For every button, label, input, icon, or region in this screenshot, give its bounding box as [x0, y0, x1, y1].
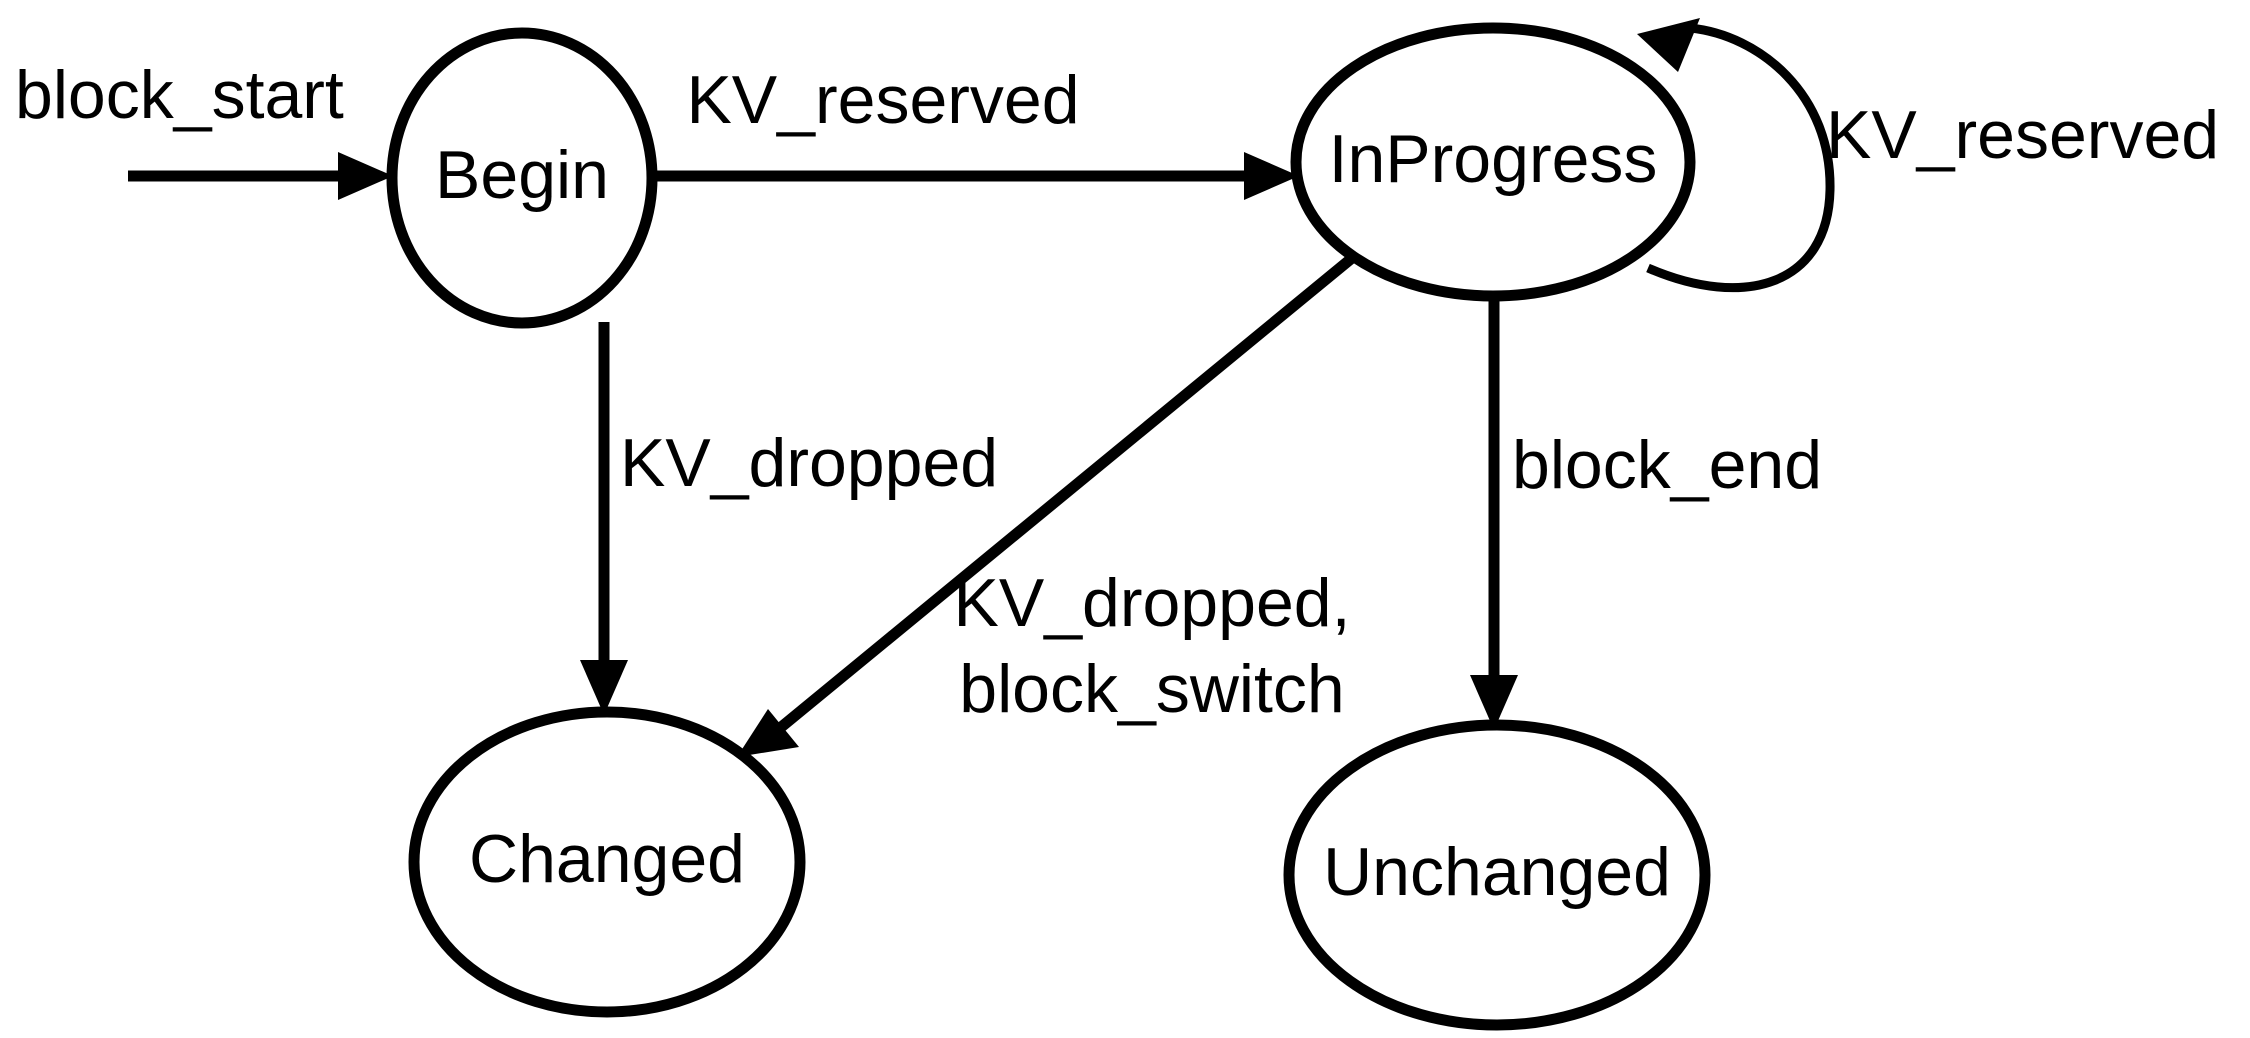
transition-inprogress-to-unchanged[interactable]	[1470, 292, 1518, 730]
state-node-changed[interactable]: Changed	[408, 706, 806, 1018]
transition-begin-to-changed-arrowhead	[580, 660, 628, 715]
transition-label-kv-dropped-begin-changed: KV_dropped	[620, 425, 998, 501]
state-node-inprogress-ellipse	[1290, 22, 1696, 302]
transition-inprogress-to-unchanged-arrowhead	[1470, 675, 1518, 730]
state-node-unchanged-label: Unchanged	[1323, 834, 1671, 910]
transition-label-block-start: block_start	[15, 57, 344, 133]
transition-inprogress-to-changed[interactable]	[737, 253, 1356, 757]
transition-begin-to-changed[interactable]	[580, 322, 628, 715]
transition-inprogress-to-changed-line	[770, 253, 1356, 738]
transition-label-kv-reserved-self-loop: KV_reserved	[1826, 97, 2219, 173]
state-node-inprogress-label: InProgress	[1329, 121, 1658, 197]
transition-inprogress-self-loop[interactable]	[1637, 18, 1835, 293]
state-node-begin-ellipse	[386, 27, 658, 329]
state-node-unchanged-ellipse	[1283, 719, 1711, 1031]
transition-inprogress-to-changed-arrowhead	[737, 709, 799, 757]
transition-start-arrowhead	[338, 152, 393, 200]
transition-label-kv-dropped-block-switch-line1: KV_dropped,	[954, 565, 1351, 641]
state-node-begin[interactable]: Begin	[386, 27, 658, 329]
state-node-unchanged[interactable]: Unchanged	[1283, 719, 1711, 1031]
transition-inprogress-self-loop-path	[1646, 23, 1835, 293]
state-node-changed-label: Changed	[469, 821, 745, 897]
transition-label-kv-dropped-block-switch-line2: block_switch	[959, 651, 1345, 727]
transition-label-kv-reserved-begin-inprogress: KV_reserved	[686, 62, 1079, 138]
transition-begin-to-inprogress[interactable]	[650, 152, 1299, 200]
state-node-inprogress[interactable]: InProgress	[1290, 22, 1696, 302]
transition-label-block-end: block_end	[1512, 427, 1822, 503]
state-node-changed-ellipse	[408, 706, 806, 1018]
transition-begin-to-inprogress-arrowhead	[1244, 152, 1299, 200]
transition-start[interactable]	[128, 152, 393, 200]
state-node-begin-label: Begin	[435, 137, 609, 213]
transition-inprogress-self-loop-arrowhead	[1637, 18, 1700, 72]
